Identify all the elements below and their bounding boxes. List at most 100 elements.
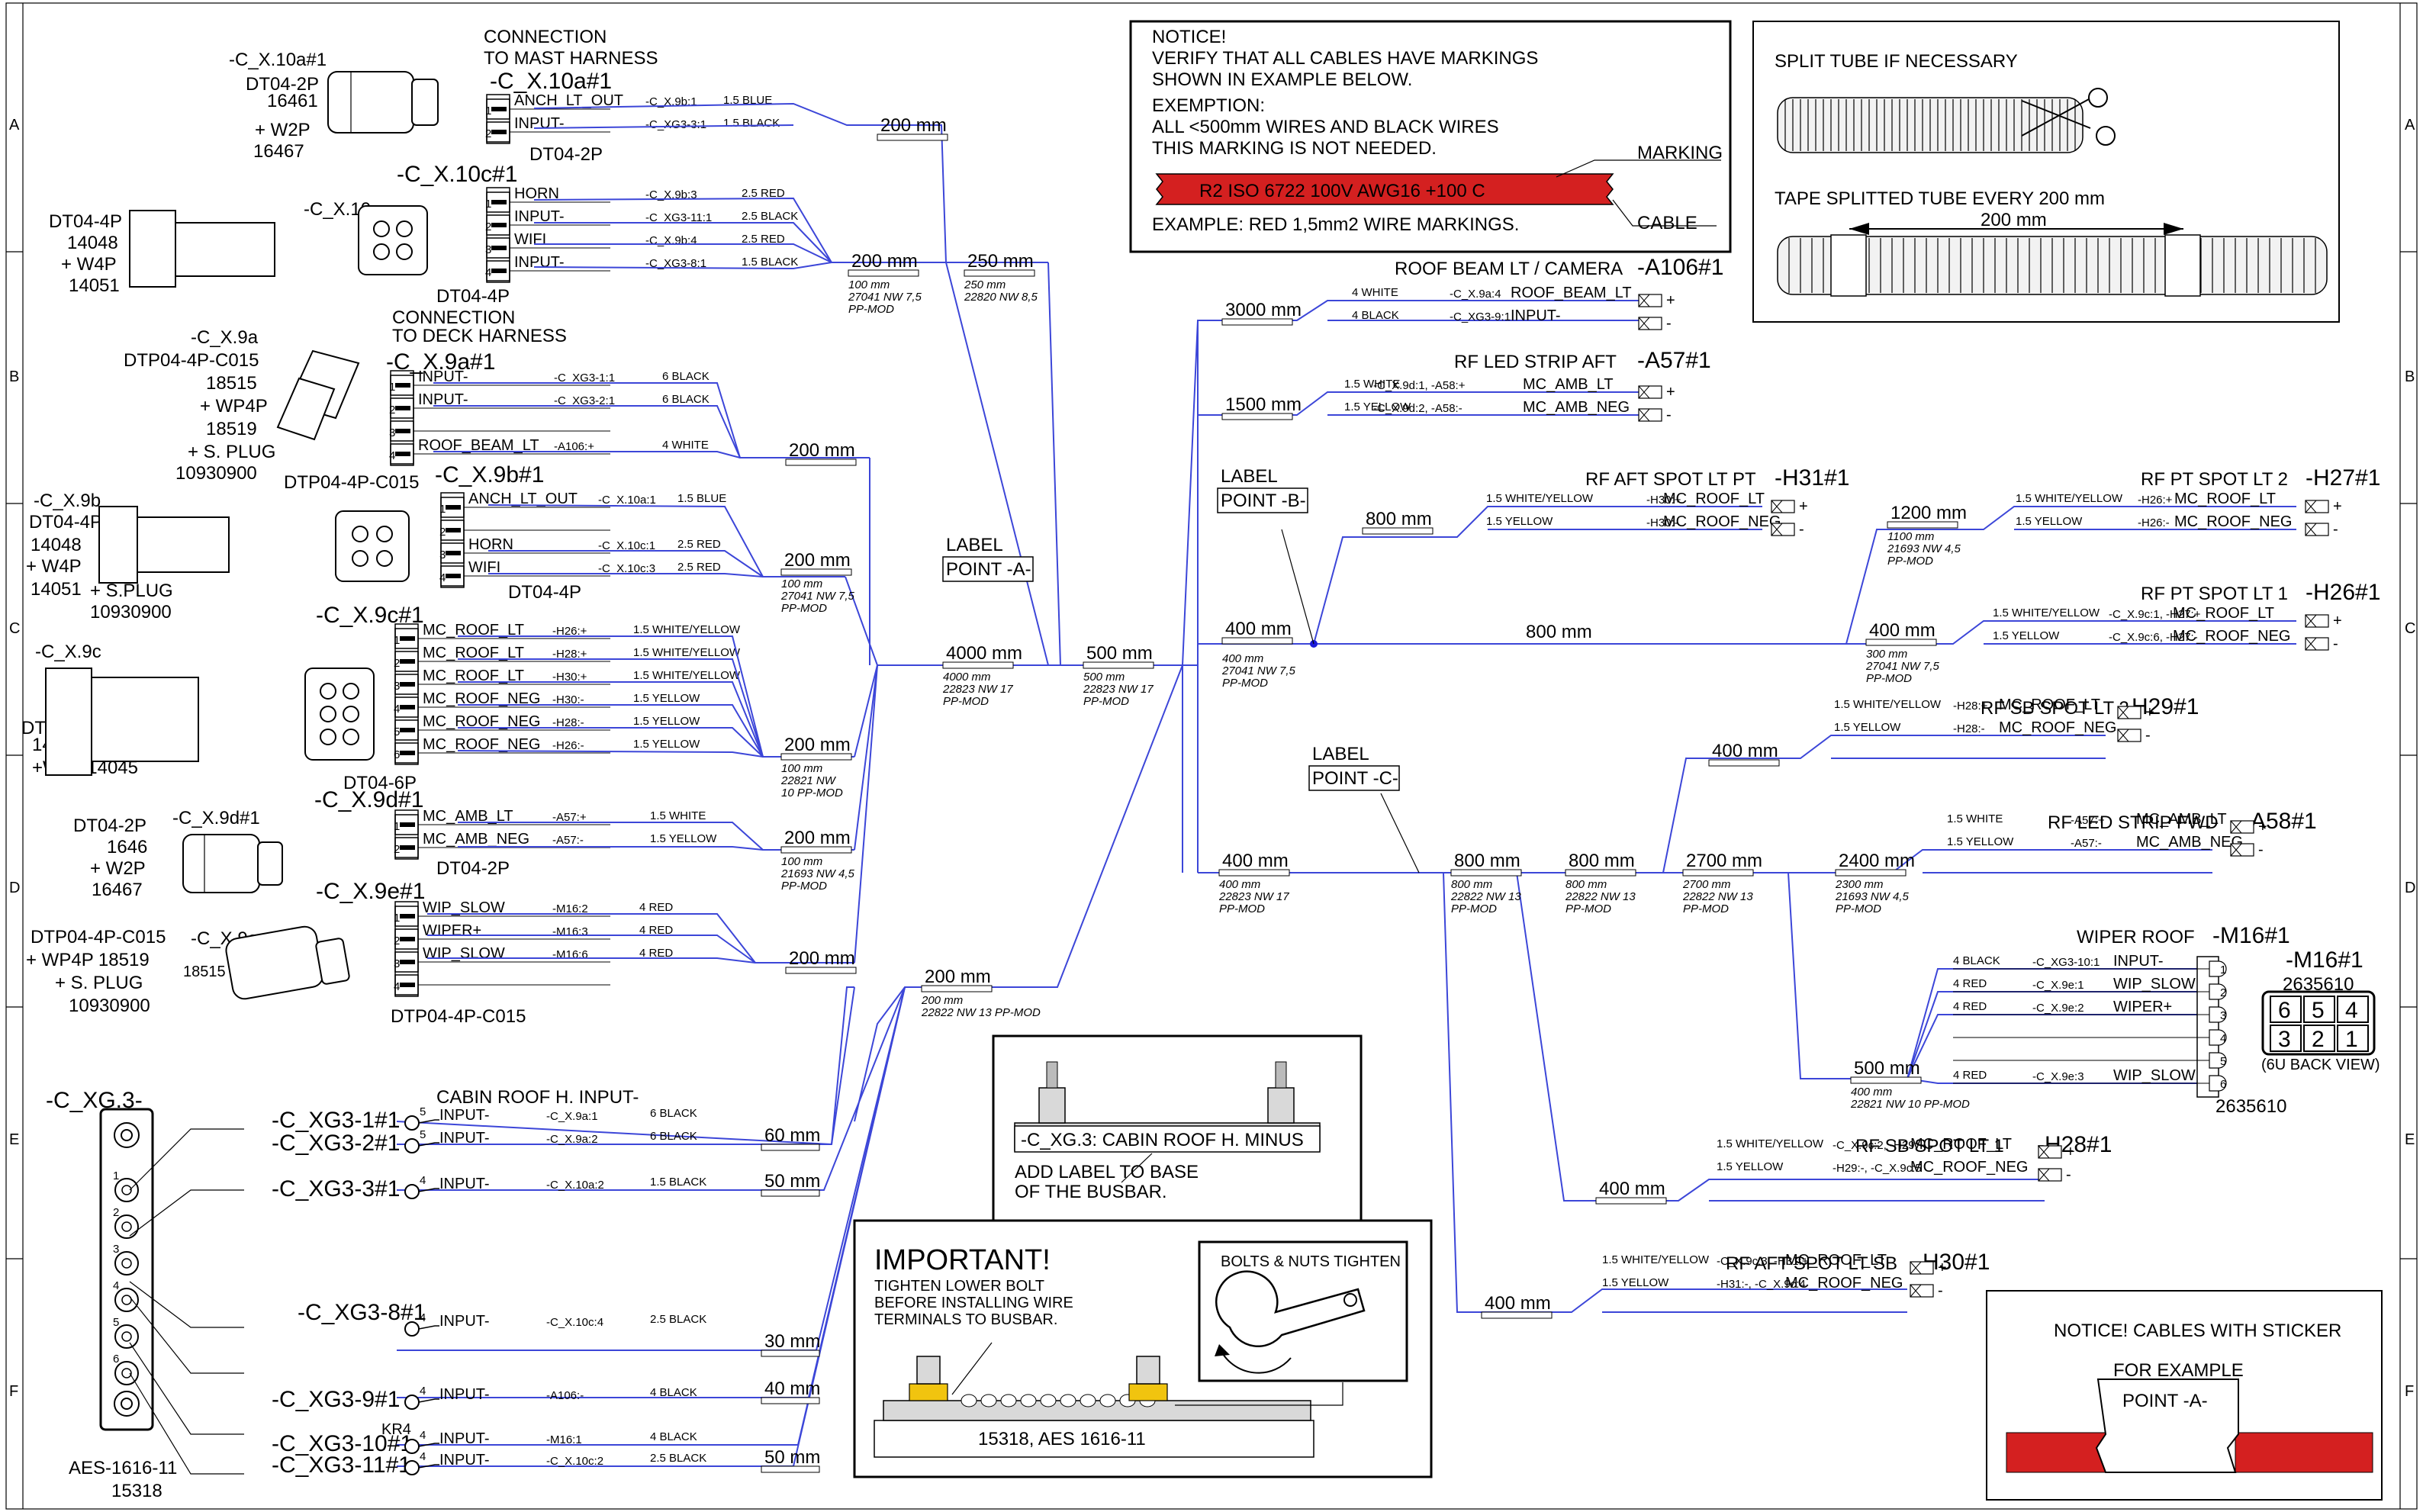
pin-function: INPUT-	[439, 1313, 490, 1330]
m16-cavity: 6	[2278, 998, 2291, 1023]
pin-reference: -C_X.10a:1	[598, 494, 656, 507]
notice-line: ALL <500mm WIRES AND BLACK WIRES	[1152, 117, 1499, 137]
pin-reference: -H28:-	[552, 716, 584, 729]
socket-pin	[2209, 1006, 2227, 1023]
terminal-block	[1638, 317, 1662, 330]
pin-reference: -H30:+	[1646, 494, 1681, 507]
dt04-2p-plug-icon	[182, 834, 283, 893]
terminal-polarity: -	[2066, 1166, 2071, 1183]
wire-spec: 1.5 WHITE/YELLOW	[633, 623, 741, 636]
pin-marker	[400, 960, 415, 964]
connector-id: -A106#1	[1637, 255, 1723, 280]
tape-tube-text: TAPE SPLITTED TUBE EVERY 200 mm	[1775, 188, 2105, 209]
terminal-polarity: +	[2258, 819, 2267, 835]
pin-reference: -C_XG3-1:1	[554, 372, 615, 384]
pin-reference: -A57:+	[552, 811, 587, 824]
pin-reference: -C_X.9b:4	[645, 234, 697, 247]
segment-info: 21693 NW 4,5	[1887, 542, 1961, 555]
wire-spec: 2.5 RED	[742, 233, 785, 246]
pin-function: WIPER+	[423, 922, 481, 939]
wire-spec: 1.5 BLACK	[723, 117, 780, 130]
segment-length: 50 mm	[764, 1447, 820, 1468]
connector-plug-part: 10930900	[69, 996, 150, 1016]
segment-marker	[942, 661, 1014, 669]
bolts-title: BOLTS & NUTS TIGHTEN	[1221, 1253, 1401, 1270]
row-label-a: A	[9, 117, 20, 134]
ring-terminal	[404, 1395, 420, 1410]
connector-x9b: -C_X.9b DT04-4P 14048 + W4P 14051 + S.PL…	[26, 462, 581, 622]
connector-seal: + W2P	[255, 120, 311, 140]
segment-length: 800 mm	[1454, 851, 1520, 871]
pin-reference: -A106:-	[546, 1389, 584, 1402]
segment-marker	[1850, 1076, 1922, 1084]
row-label-f-right: F	[2405, 1383, 2414, 1400]
pin-number: 1	[394, 820, 400, 833]
important-line: TERMINALS TO BUSBAR.	[874, 1311, 1057, 1328]
segment-marker	[1708, 759, 1780, 767]
pin-function: MC_ROOF_LT	[1663, 491, 1765, 507]
pin-function: WIP_SLOW	[2113, 1067, 2196, 1084]
busbar-stud-hole	[121, 1258, 132, 1269]
segment-marker	[1221, 318, 1293, 326]
wire-spec: 1.5 YELLOW	[650, 832, 717, 845]
segment-info: 800 mm	[1565, 878, 1607, 891]
connector-seal-part: 14051	[69, 275, 120, 296]
important-line: BEFORE INSTALLING WIRE	[874, 1295, 1073, 1311]
wire-spec: 2.5 BLACK	[650, 1452, 706, 1465]
segment-length: 1500 mm	[1225, 394, 1302, 415]
label-base-text: OF THE BUSBAR.	[1015, 1182, 1167, 1202]
pin-number: 2	[394, 657, 400, 670]
label-point-b-leader	[1281, 529, 1314, 645]
connector-title: RF SB SPOT LT 1	[1855, 1136, 2004, 1157]
pin-reference: -C_X.9e:3	[2032, 1070, 2084, 1083]
terminal-cross	[1771, 523, 1783, 536]
pin-function: MC_ROOF_NEG	[423, 736, 540, 753]
pin-number: 1	[439, 503, 446, 516]
connector-type: DT04-2P	[529, 144, 603, 165]
busbar-part: AES-1616-11	[69, 1458, 177, 1478]
segment-length: 400 mm	[1869, 620, 1936, 641]
segment-length: 800 mm	[1569, 851, 1635, 871]
busbar-bump	[1060, 1394, 1076, 1407]
connector-type: DTP04-4P-C015	[31, 927, 166, 947]
segment-length: 4000 mm	[946, 643, 1022, 664]
pin-reference: -H26:+	[2138, 494, 2173, 507]
wire-spec: 4 BLACK	[1352, 309, 1399, 322]
pin-marker	[446, 528, 461, 532]
terminal-size: 5	[420, 1128, 426, 1141]
segment-length: 200 mm	[851, 251, 918, 272]
pin-reference: -A106:+	[554, 440, 594, 453]
pin-function: MC_ROOF_LT	[1785, 1252, 1887, 1269]
pin-function: MC_ROOF_LT	[2174, 491, 2276, 507]
pin-reference: -C_X.9d:1, -A58:+	[1373, 379, 1466, 392]
wire-spec: 1.5 YELLOW	[633, 715, 700, 728]
ring-terminal	[404, 1439, 420, 1454]
dt04-4p-housing-icon	[98, 506, 230, 584]
terminal-id: -C_XG3-11#1	[272, 1452, 411, 1478]
pin-function: MC_ROOF_NEG	[1785, 1275, 1903, 1292]
pin-number: 4	[394, 703, 400, 716]
pin-reference: -C_XG3-8:1	[645, 257, 706, 270]
terminal-block	[2305, 637, 2329, 651]
connector-outline	[486, 187, 510, 283]
segment-info: 22822 NW 13 PP-MOD	[921, 1006, 1041, 1019]
terminal-cross	[2305, 637, 2317, 651]
terminal-size: 4	[420, 1450, 426, 1463]
busbar-pin-number: 6	[113, 1353, 119, 1366]
wire-spec: 4 RED	[639, 901, 673, 914]
pin-number: 2	[439, 526, 446, 539]
pin-marker	[400, 728, 415, 732]
wire-spec: 4 WHITE	[662, 439, 709, 452]
pin-function: MC_ROOF_LT	[423, 668, 524, 684]
pin-function: WIP_SLOW	[2113, 976, 2196, 992]
segment-info: 1100 mm	[1887, 530, 1934, 543]
terminal-block	[2038, 1168, 2062, 1182]
pin-reference: -H31:-, -C_X.9c:4	[1717, 1278, 1806, 1291]
segment-info: PP-MOD	[1451, 902, 1497, 915]
connector-part: 18515	[206, 373, 257, 394]
connector-title: RF SB SPOT LT 2	[1981, 698, 2129, 719]
pin-number: 3	[485, 243, 491, 256]
segment-marker	[877, 134, 948, 141]
connector-outline	[440, 492, 465, 588]
